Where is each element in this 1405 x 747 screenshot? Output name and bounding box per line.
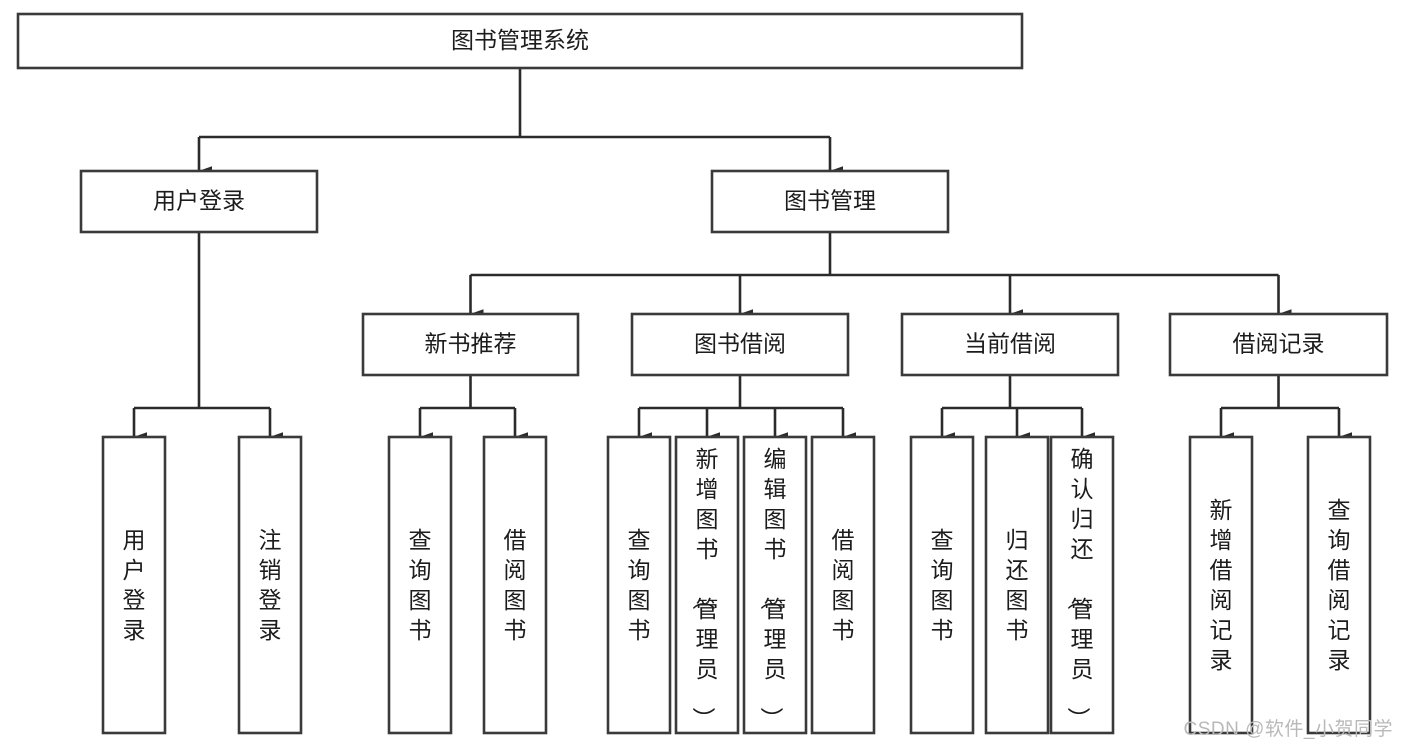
node-label-leaf-query-book-current: 查询图书 <box>931 527 954 643</box>
node-leaf-borrow-book[interactable]: 借阅图书 <box>810 435 876 735</box>
node-book-borrow[interactable]: 图书借阅 <box>630 312 850 377</box>
node-box-user-login <box>79 169 319 234</box>
node-label-book-borrow: 图书借阅 <box>694 331 786 357</box>
node-box-leaf-return-book <box>984 435 1050 735</box>
node-box-leaf-add-borrow-record <box>1188 435 1254 735</box>
node-box-leaf-edit-book-admin <box>742 435 808 735</box>
node-label-root: 图书管理系统 <box>451 27 589 53</box>
node-borrow-record[interactable]: 借阅记录 <box>1168 312 1389 377</box>
node-label-leaf-borrow-book: 借阅图书 <box>832 527 855 643</box>
node-leaf-borrow-book-rec[interactable]: 借阅图书 <box>482 435 548 735</box>
node-label-leaf-edit-book-admin: 编辑图书（管理员） <box>759 446 787 730</box>
node-box-leaf-query-book-current <box>909 435 975 735</box>
node-box-root <box>16 12 1024 70</box>
node-leaf-add-borrow-record[interactable]: 新增借阅记录 <box>1188 435 1254 735</box>
node-box-leaf-query-book-borrow <box>606 435 672 735</box>
node-box-leaf-borrow-book-rec <box>482 435 548 735</box>
node-leaf-confirm-return-admin[interactable]: 确认归还（管理员） <box>1049 435 1115 735</box>
node-label-borrow-record: 借阅记录 <box>1233 331 1325 357</box>
node-box-current-borrow <box>900 312 1120 377</box>
node-leaf-add-book-admin[interactable]: 新增图书（管理员） <box>674 435 740 735</box>
node-label-leaf-query-book-borrow: 查询图书 <box>628 527 651 643</box>
node-leaf-user-login[interactable]: 用户登录 <box>101 435 167 735</box>
node-user-login[interactable]: 用户登录 <box>79 169 319 234</box>
node-leaf-return-book[interactable]: 归还图书 <box>984 435 1050 735</box>
node-label-book-manage: 图书管理 <box>784 188 876 214</box>
node-leaf-edit-book-admin[interactable]: 编辑图书（管理员） <box>742 435 808 735</box>
node-label-leaf-query-borrow-record: 查询借阅记录 <box>1328 497 1351 673</box>
node-box-book-manage <box>710 169 950 234</box>
node-label-leaf-add-borrow-record: 新增借阅记录 <box>1210 497 1233 673</box>
node-box-leaf-logout <box>237 435 303 735</box>
node-new-book-rec[interactable]: 新书推荐 <box>361 312 580 377</box>
node-box-leaf-query-borrow-record <box>1306 435 1372 735</box>
node-label-leaf-logout: 注销登录 <box>259 527 282 643</box>
node-box-leaf-add-book-admin <box>674 435 740 735</box>
node-box-borrow-record <box>1168 312 1389 377</box>
node-box-leaf-user-login <box>101 435 167 735</box>
node-leaf-query-book-current[interactable]: 查询图书 <box>909 435 975 735</box>
node-label-leaf-user-login: 用户登录 <box>123 527 146 643</box>
node-box-new-book-rec <box>361 312 580 377</box>
node-label-leaf-query-book-rec: 查询图书 <box>409 527 432 643</box>
node-current-borrow[interactable]: 当前借阅 <box>900 312 1120 377</box>
node-label-new-book-rec: 新书推荐 <box>425 331 517 357</box>
node-label-leaf-confirm-return-admin: 确认归还（管理员） <box>1066 446 1094 730</box>
boxes-layer: 图书管理系统用户登录图书管理新书推荐图书借阅当前借阅借阅记录用户登录注销登录查询… <box>16 12 1389 735</box>
node-box-leaf-borrow-book <box>810 435 876 735</box>
node-label-leaf-return-book: 归还图书 <box>1006 527 1029 643</box>
connectors-layer <box>132 68 1352 442</box>
node-box-book-borrow <box>630 312 850 377</box>
node-label-leaf-add-book-admin: 新增图书（管理员） <box>691 446 719 730</box>
node-leaf-query-book-borrow[interactable]: 查询图书 <box>606 435 672 735</box>
node-leaf-query-borrow-record[interactable]: 查询借阅记录 <box>1306 435 1372 735</box>
node-label-user-login: 用户登录 <box>153 188 245 214</box>
node-leaf-query-book-rec[interactable]: 查询图书 <box>387 435 453 735</box>
node-box-leaf-query-book-rec <box>387 435 453 735</box>
node-book-manage[interactable]: 图书管理 <box>710 169 950 234</box>
node-label-current-borrow: 当前借阅 <box>964 331 1056 357</box>
node-label-leaf-borrow-book-rec: 借阅图书 <box>504 527 527 643</box>
node-root[interactable]: 图书管理系统 <box>16 12 1024 70</box>
node-box-leaf-confirm-return-admin <box>1049 435 1115 735</box>
node-leaf-logout[interactable]: 注销登录 <box>237 435 303 735</box>
